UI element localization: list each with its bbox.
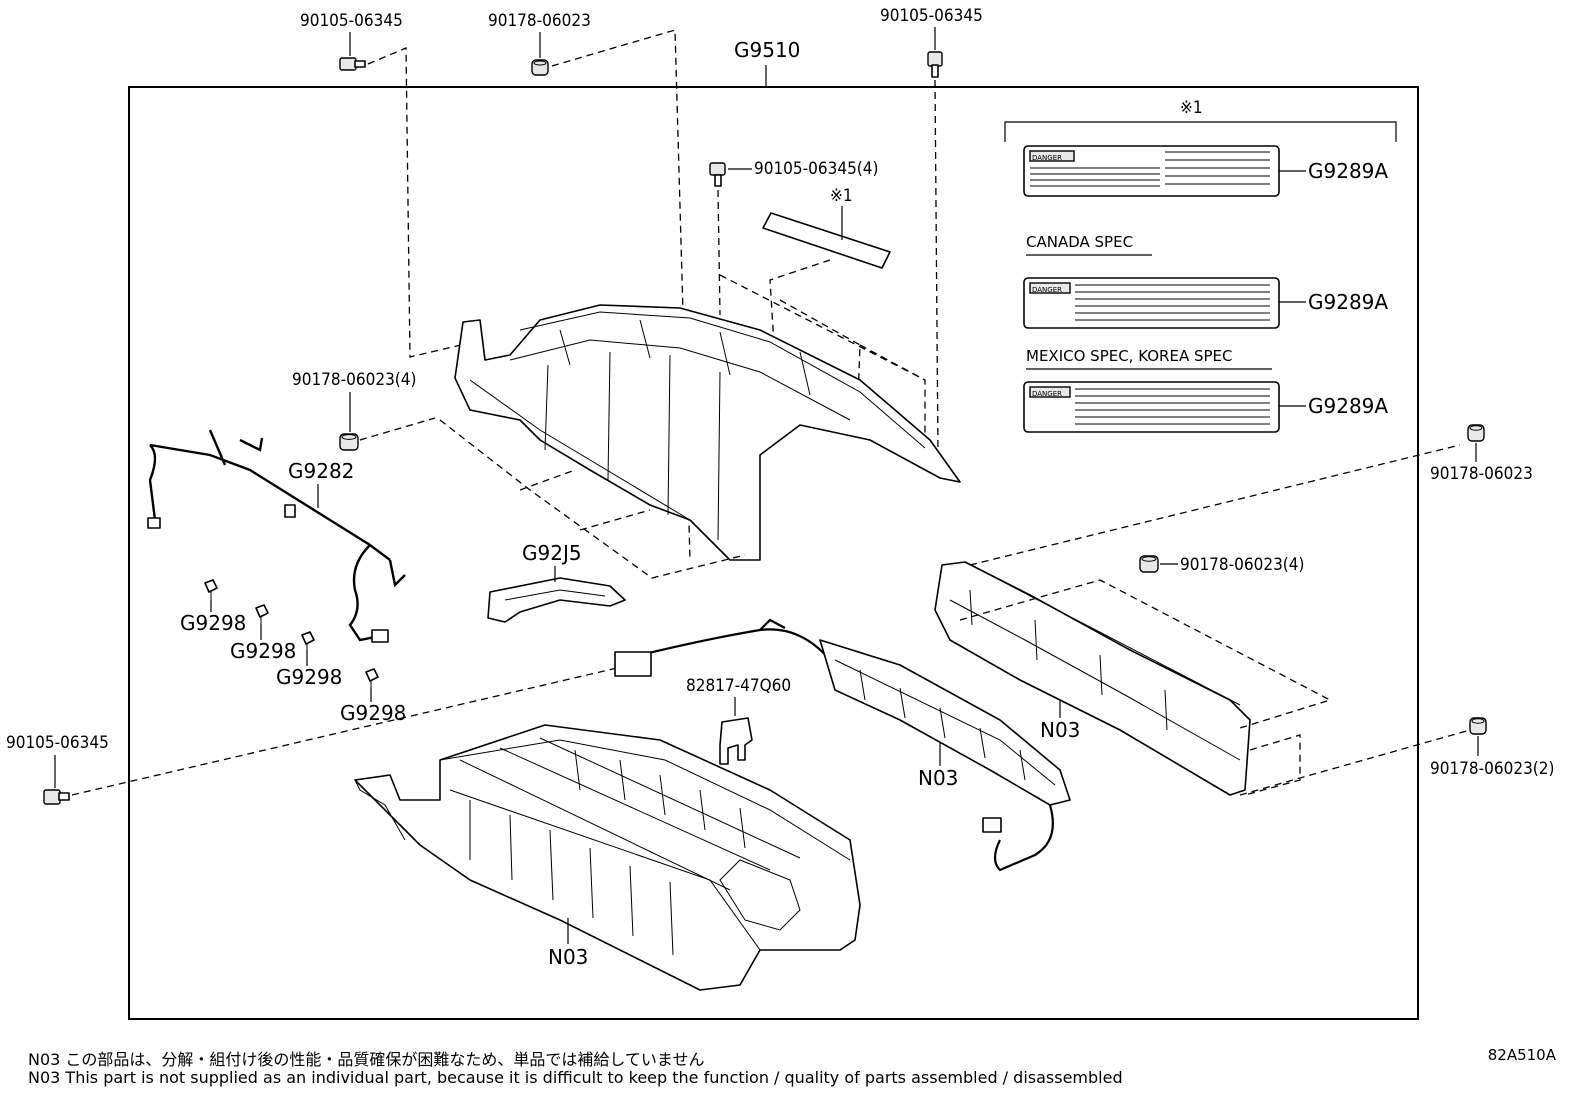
nut-icon[interactable]: [1139, 555, 1159, 573]
clip-icon[interactable]: [204, 579, 218, 600]
wire-harness[interactable]: [147, 429, 406, 643]
label-nut-right-mid[interactable]: 90178-06023(4): [1180, 555, 1304, 575]
label-bolt-cover-4[interactable]: 90105-06345(4): [754, 159, 878, 179]
label-duct[interactable]: G92J5: [522, 541, 582, 565]
nut-icon[interactable]: [339, 433, 359, 451]
label-connector[interactable]: 82817-47Q60: [686, 676, 791, 696]
battery-bracket-module[interactable]: [934, 561, 1251, 796]
assembly-label[interactable]: G9510: [734, 38, 800, 62]
label-harness[interactable]: G9282: [288, 459, 354, 483]
clip-icon[interactable]: [365, 668, 379, 688]
label-main-plate[interactable]: G9289A: [1308, 159, 1388, 183]
caution-label-plate[interactable]: DANGER: [1023, 277, 1280, 329]
label-stack-bottom[interactable]: N03: [548, 945, 588, 969]
label-bolt-top-right[interactable]: 90105-06345: [880, 6, 983, 26]
canada-spec-title: CANADA SPEC: [1026, 233, 1133, 251]
label-ref-small[interactable]: ※1: [830, 186, 853, 206]
clip-icon[interactable]: [301, 631, 315, 650]
label-mexico-plate[interactable]: G9289A: [1308, 394, 1388, 418]
nut-icon[interactable]: [1467, 424, 1485, 442]
nut-icon[interactable]: [531, 59, 549, 76]
footnote-japanese: N03 この部品は、分解・組付け後の性能・品質確保が困難なため、単品では補給して…: [28, 1050, 705, 1069]
assembly-frame: [128, 86, 1419, 1020]
label-panel-ref: ※1: [1180, 98, 1203, 118]
connector-icon[interactable]: [719, 717, 753, 765]
label-module-right[interactable]: N03: [1040, 718, 1080, 742]
label-clip-3[interactable]: G9298: [276, 665, 342, 689]
battery-cell-stack[interactable]: [354, 724, 861, 991]
label-nut-cover-4[interactable]: 90178-06023(4): [292, 370, 416, 390]
label-nut-top-center[interactable]: 90178-06023: [488, 11, 591, 31]
svg-text:DANGER: DANGER: [1032, 390, 1062, 398]
bolt-icon[interactable]: [43, 789, 70, 805]
label-canada-plate[interactable]: G9289A: [1308, 290, 1388, 314]
svg-text:DANGER: DANGER: [1032, 286, 1062, 294]
label-clip-2[interactable]: G9298: [230, 639, 296, 663]
air-duct[interactable]: [487, 577, 626, 623]
nut-icon[interactable]: [1469, 717, 1487, 735]
mexico-spec-title: MEXICO SPEC, KOREA SPEC: [1026, 347, 1233, 365]
bolt-icon[interactable]: [927, 51, 943, 78]
bolt-icon[interactable]: [709, 162, 726, 187]
label-nut-right-bottom[interactable]: 90178-06023(2): [1430, 759, 1554, 779]
caution-label-plate[interactable]: DANGER: [1023, 381, 1280, 433]
battery-upper-cover[interactable]: [454, 304, 961, 561]
label-nut-right-top[interactable]: 90178-06023: [1430, 464, 1533, 484]
footnote-english: N03 This part is not supplied as an indi…: [28, 1068, 1123, 1087]
bolt-icon[interactable]: [339, 57, 366, 71]
warning-label-sheet[interactable]: [762, 212, 891, 269]
drawing-code: 82A510A: [1487, 1046, 1556, 1064]
caution-label-plate[interactable]: DANGER: [1023, 145, 1280, 197]
label-bolt-top-left[interactable]: 90105-06345: [300, 11, 403, 31]
svg-text:DANGER: DANGER: [1032, 154, 1062, 162]
label-clip-4[interactable]: G9298: [340, 701, 406, 725]
label-module-center[interactable]: N03: [918, 766, 958, 790]
label-bolt-left[interactable]: 90105-06345: [6, 733, 109, 753]
label-clip-1[interactable]: G9298: [180, 611, 246, 635]
clip-icon[interactable]: [255, 604, 269, 624]
junction-block-module[interactable]: [614, 618, 1071, 872]
